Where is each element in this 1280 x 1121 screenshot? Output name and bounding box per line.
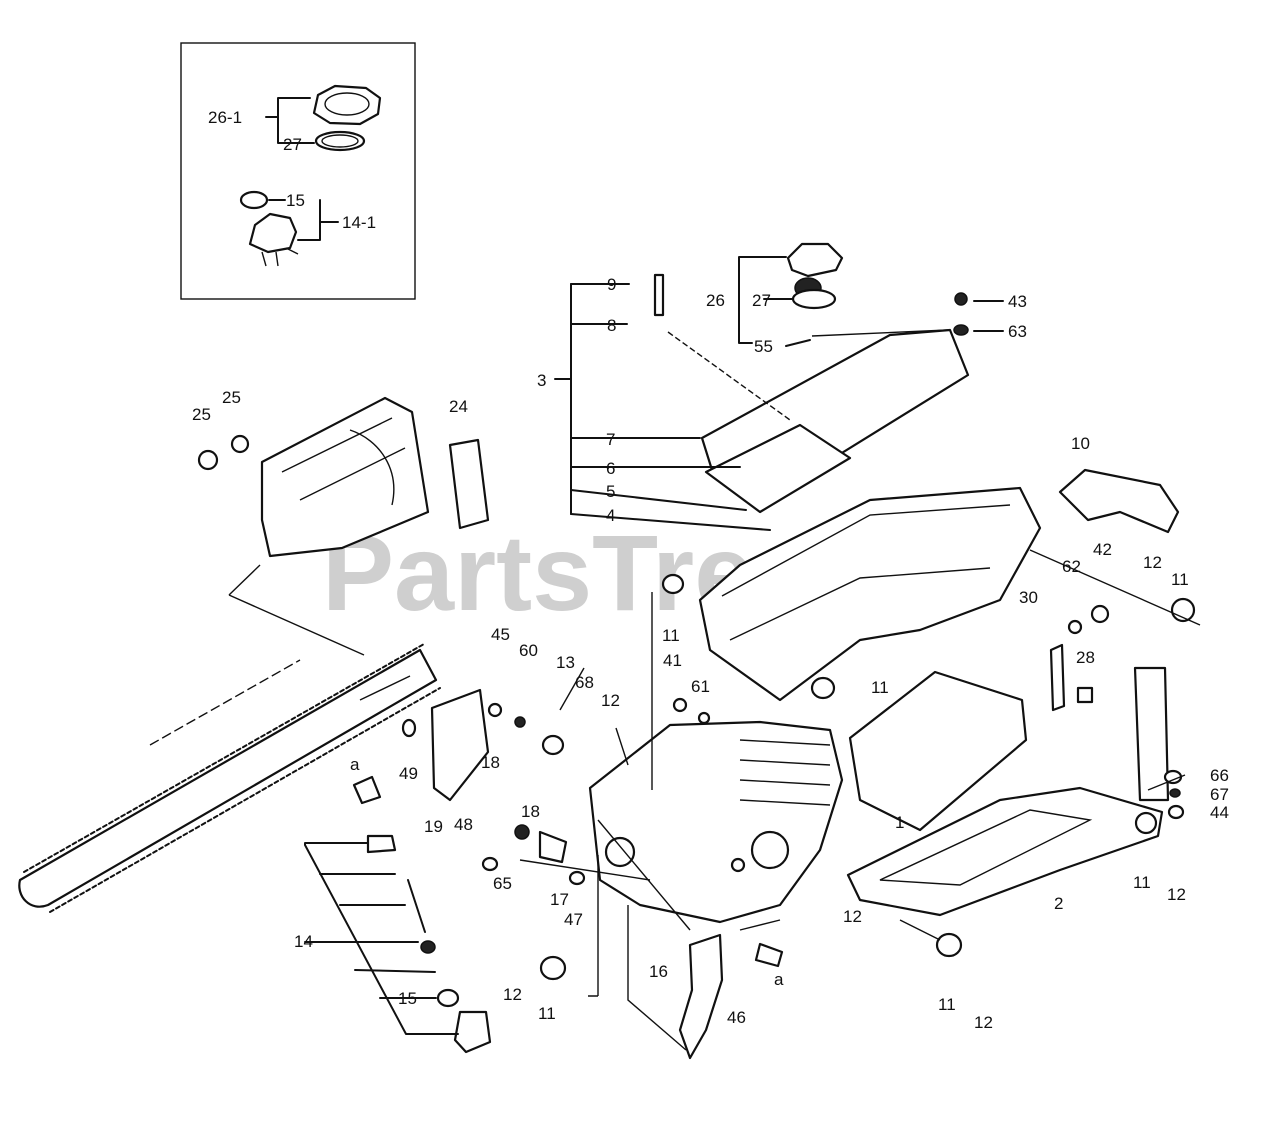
- label-15-inset: 15: [286, 191, 305, 210]
- label-25: 25: [222, 388, 241, 407]
- label-24: 24: [449, 397, 468, 416]
- fuel-cap-26: [786, 242, 844, 278]
- label-18: 18: [481, 753, 500, 772]
- label-5: 5: [606, 482, 615, 501]
- label-12: 12: [1167, 885, 1186, 904]
- label-9: 9: [607, 275, 616, 294]
- label-11: 11: [871, 678, 889, 697]
- sprocket-cover: [197, 396, 490, 558]
- label-25: 25: [192, 405, 211, 424]
- oil-pump-14: [453, 1010, 492, 1054]
- label-4: 4: [606, 506, 615, 525]
- label-61: 61: [691, 677, 710, 696]
- label-13: 13: [556, 653, 575, 672]
- label-19: 19: [424, 817, 443, 836]
- label-11: 11: [538, 1004, 556, 1023]
- tank-gasket: [704, 423, 852, 514]
- label-66: 66: [1210, 766, 1229, 785]
- inset-box: 26-1 27 15 14-1: [180, 42, 416, 300]
- pin-30: [1049, 643, 1066, 712]
- label-3: 3: [537, 371, 546, 390]
- bar-plate: [430, 688, 490, 802]
- label-67: 67: [1210, 785, 1229, 804]
- guide-bar: [18, 643, 441, 913]
- label-10: 10: [1071, 434, 1090, 453]
- label-12: 12: [503, 985, 522, 1004]
- plate-1: [848, 670, 1028, 832]
- label-12: 12: [843, 907, 862, 926]
- engine-block: [588, 720, 844, 924]
- main-frame: [698, 486, 1042, 702]
- oil-pump-part: [248, 212, 298, 254]
- label-14-1: 14-1: [342, 213, 376, 232]
- av-mounts: [539, 573, 1196, 981]
- label-44: 44: [1210, 803, 1229, 822]
- small-parts: [352, 273, 1185, 1060]
- front-handle: [1058, 468, 1180, 534]
- label-a: a: [350, 755, 360, 774]
- gasket-27: [791, 288, 837, 310]
- label-11: 11: [938, 995, 956, 1014]
- label-27-inset: 27: [283, 135, 302, 154]
- label-11: 11: [1133, 873, 1151, 892]
- label-11: 11: [1171, 570, 1189, 589]
- label-65: 65: [493, 874, 512, 893]
- label-27: 27: [752, 291, 771, 310]
- label-8: 8: [607, 316, 616, 335]
- handle-post: [1133, 666, 1170, 802]
- screw-13: [541, 734, 565, 756]
- label-14: 14: [294, 932, 313, 951]
- label-26-1: 26-1: [208, 108, 242, 127]
- label-49: 49: [399, 764, 418, 783]
- label-2: 2: [1054, 894, 1063, 913]
- label-12: 12: [1143, 553, 1162, 572]
- label-a: a: [774, 970, 784, 989]
- label-60: 60: [519, 641, 538, 660]
- leader-lines: [228, 256, 1201, 1051]
- label-30: 30: [1019, 588, 1038, 607]
- label-47: 47: [564, 910, 583, 929]
- label-15: 15: [398, 989, 417, 1008]
- label-1: 1: [895, 813, 904, 832]
- label-18: 18: [521, 802, 540, 821]
- label-28: 28: [1076, 648, 1095, 667]
- fuel-cap-part: [312, 84, 382, 126]
- label-43: 43: [1008, 292, 1027, 311]
- o-ring-part: [239, 190, 269, 210]
- inset-frame: [180, 42, 416, 300]
- spring-17: [538, 830, 568, 864]
- label-11: 11: [662, 626, 680, 645]
- spike-16: [678, 933, 724, 1060]
- label-12: 12: [601, 691, 620, 710]
- label-46: 46: [727, 1008, 746, 1027]
- label-26: 26: [706, 291, 725, 310]
- label-7: 7: [606, 430, 615, 449]
- label-48: 48: [454, 815, 473, 834]
- label-68: 68: [575, 673, 594, 692]
- label-55: 55: [754, 337, 773, 356]
- rear-handle: [846, 666, 1170, 917]
- label-12: 12: [974, 1013, 993, 1032]
- clutch-cover-plate: [448, 438, 490, 530]
- label-16: 16: [649, 962, 668, 981]
- part-labels: 1 2 3 4 5 6 7 8 9 10 11 11 11 11 11 11 1…: [192, 275, 1229, 1032]
- label-17: 17: [550, 890, 569, 909]
- label-6: 6: [606, 459, 615, 478]
- label-42: 42: [1093, 540, 1112, 559]
- label-45: 45: [491, 625, 510, 644]
- label-62: 62: [1062, 557, 1081, 576]
- label-41: 41: [663, 651, 682, 670]
- label-63: 63: [1008, 322, 1027, 341]
